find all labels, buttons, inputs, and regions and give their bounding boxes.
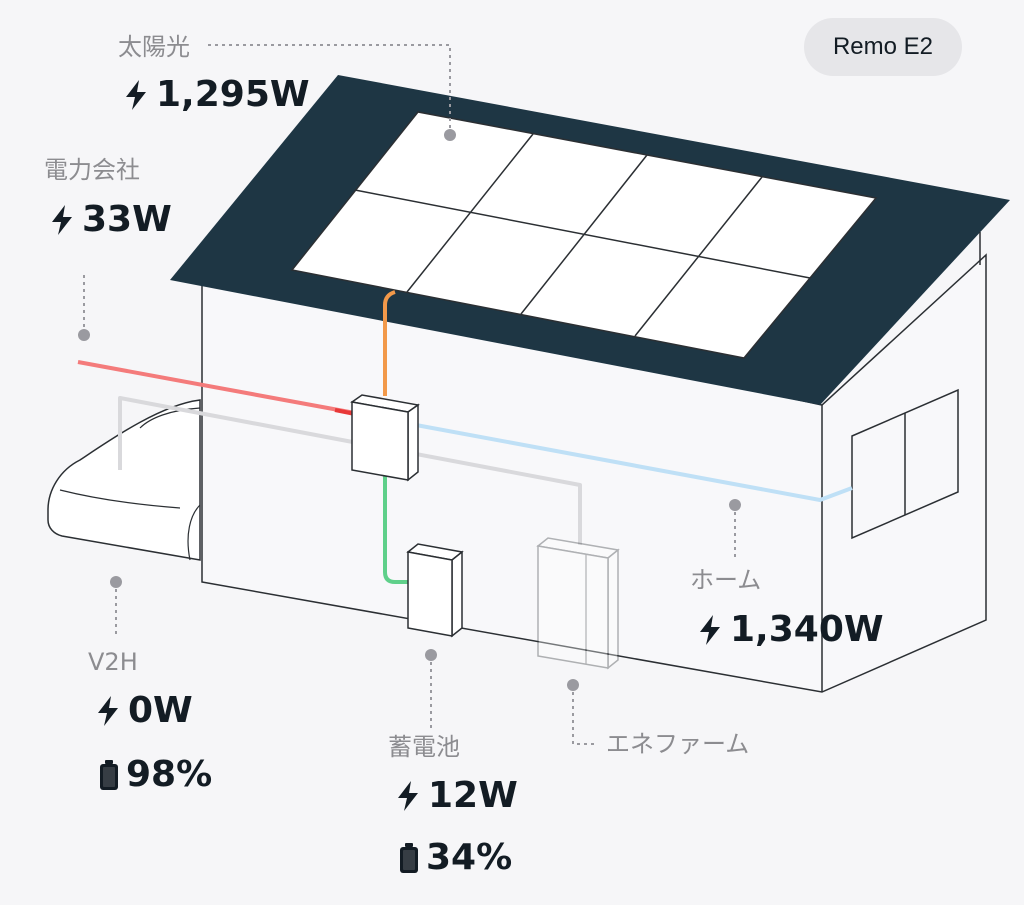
home-power-value: 1,340W xyxy=(696,610,884,650)
storage-battery-level-value: 34% xyxy=(398,838,512,878)
side-window xyxy=(851,388,959,540)
storage-battery-level-text: 34% xyxy=(426,837,513,878)
lightning-icon xyxy=(700,615,720,645)
ene-farm-label: エネファーム xyxy=(606,730,750,758)
device-selector-button[interactable]: Remo E2 xyxy=(804,18,962,76)
callout-lines xyxy=(83,44,736,745)
v2h-battery-value: 98% xyxy=(98,755,212,795)
solar-power-value: 1,295W xyxy=(122,75,310,115)
storage-battery-label: 蓄電池 xyxy=(388,733,460,761)
lightning-icon xyxy=(398,781,418,811)
v2h-power-text: 0W xyxy=(128,690,193,731)
v2h-power-line xyxy=(118,396,582,545)
battery-icon xyxy=(100,760,118,790)
v2h-label: V2H xyxy=(88,648,138,676)
callout-dots xyxy=(78,129,741,691)
car-icon xyxy=(47,399,201,561)
v2h-power-value: 0W xyxy=(94,691,193,731)
lightning-icon xyxy=(98,696,118,726)
lightning-icon xyxy=(52,205,72,235)
distribution-board xyxy=(350,394,420,482)
solar-label: 太陽光 xyxy=(118,33,190,61)
storage-battery-unit xyxy=(406,543,464,638)
solar-power-line xyxy=(383,290,396,396)
grid-power-value: 33W xyxy=(48,200,172,240)
grid-power-text: 33W xyxy=(82,199,172,240)
battery-power-line xyxy=(383,475,410,584)
v2h-battery-text: 98% xyxy=(126,754,213,795)
home-power-line xyxy=(415,423,853,502)
solar-power-text: 1,295W xyxy=(156,74,310,115)
storage-battery-power-text: 12W xyxy=(428,775,518,816)
storage-battery-power-value: 12W xyxy=(394,776,518,816)
solar-panels xyxy=(290,111,878,359)
battery-icon xyxy=(400,843,418,873)
home-label: ホーム xyxy=(690,566,762,594)
grid-power-line xyxy=(77,360,356,415)
ene-farm-unit xyxy=(536,537,620,670)
grid-label: 電力会社 xyxy=(44,156,140,184)
lightning-icon xyxy=(126,80,146,110)
home-power-text: 1,340W xyxy=(730,609,884,650)
